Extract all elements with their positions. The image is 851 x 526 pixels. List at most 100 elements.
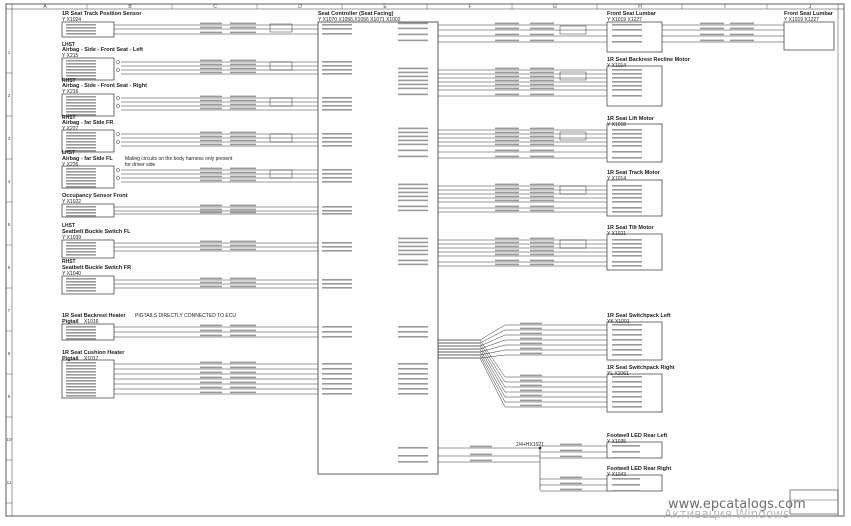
motor-pin-text (612, 69, 642, 71)
pin-label-text (66, 251, 96, 253)
pin-label-text (66, 186, 96, 188)
wire-code-text (520, 384, 542, 387)
watermark-site: www.epcatalogs.com (668, 497, 806, 512)
pin-label-text (66, 290, 96, 292)
led-pin-text (612, 445, 640, 447)
pin-label-text (66, 374, 96, 376)
inline-connector (269, 61, 293, 71)
wire-code-text (200, 99, 222, 102)
pin-label-text (66, 75, 96, 77)
controller-pin-text (322, 287, 352, 289)
wire-code-text (495, 209, 519, 212)
wire-code-text (230, 361, 256, 364)
wire-code-text (520, 332, 542, 335)
switch-pin-text (612, 334, 642, 336)
splice-dot (538, 446, 542, 450)
wire-code-text (230, 31, 256, 34)
wire-code-text (230, 281, 256, 284)
switchpack-wire (438, 345, 607, 388)
wire-code-text (730, 22, 754, 25)
controller-pin-text (322, 373, 352, 375)
pin-label-text (66, 147, 96, 149)
squib-symbol (116, 68, 120, 72)
wire-code-text (200, 361, 222, 364)
wire-code-text (230, 175, 256, 178)
pin-label-text (66, 209, 96, 211)
led-pin-text (612, 484, 640, 486)
wire-code-text (230, 208, 256, 211)
row-number: 6 (8, 265, 11, 270)
pin-label-text (66, 365, 96, 367)
controller-pin-text (398, 249, 428, 252)
wire-code-text (520, 389, 542, 392)
controller-pin-text (398, 378, 428, 380)
wire-code-text (200, 248, 222, 251)
squib-symbol (116, 168, 120, 172)
wire-code-text (530, 245, 554, 248)
pin-label-text (66, 171, 96, 173)
pin-label-text (66, 248, 96, 250)
wire-code-text (530, 87, 554, 90)
pin-label-text (66, 24, 96, 26)
wire-code-text (230, 139, 256, 142)
pin-label-text (66, 215, 96, 217)
controller-pin-text (322, 363, 352, 365)
motor-pin-text (612, 201, 642, 203)
buckle-fr-id: Y X1040 (62, 271, 82, 277)
motor-pin-text (612, 193, 642, 195)
wire-code-text (495, 143, 519, 146)
wire-code-text (560, 443, 582, 446)
motor-pin-text (612, 197, 642, 199)
inline-connector (269, 23, 293, 33)
lumbar2-title: Front Seat Lumbar (784, 11, 833, 17)
wire-code-text (200, 67, 222, 70)
controller-pin-text (398, 93, 428, 96)
wire-code-text (530, 135, 554, 138)
wire-code-text (200, 376, 222, 379)
pin-label-text (66, 287, 96, 289)
motor-pin-text (612, 265, 642, 267)
controller-pin-text (398, 83, 428, 86)
inline-connector (559, 185, 587, 195)
wire-code-text (230, 277, 256, 280)
inline-connector (559, 71, 587, 81)
wire-code-text (495, 183, 519, 186)
inline-connector (269, 169, 293, 179)
column-letter: B (128, 4, 132, 10)
lumbar-connector (783, 21, 835, 51)
controller-pin-text (322, 61, 352, 63)
component-connector (61, 275, 115, 295)
motor-pin-text (612, 41, 642, 43)
controller-pin-text (322, 137, 352, 139)
controller-pin-text (322, 33, 352, 35)
wire-code-text (230, 95, 256, 98)
wire-code-text (200, 103, 222, 106)
wire-code-text (530, 39, 554, 42)
pin-label-text (66, 326, 96, 328)
wire-code-text (495, 263, 519, 266)
wire-code-text (200, 281, 222, 284)
switch-pin-text (612, 349, 642, 351)
footwell-left-id: Y X1035 (607, 439, 627, 445)
column-letter: F (468, 4, 471, 10)
wire-code-text (495, 237, 519, 240)
wire-code-text (495, 199, 519, 202)
pin-label-text (66, 183, 96, 185)
wire-code-text (200, 204, 222, 207)
switch-pin-text (612, 324, 642, 326)
row-number: 9 (8, 394, 11, 399)
led-pin-text (612, 451, 640, 453)
footwell-right-id: Y X1043 (607, 472, 627, 478)
wire-code-text (495, 79, 519, 82)
wire-code-text (230, 285, 256, 288)
wire-code-text (230, 244, 256, 247)
wire-code-text (495, 127, 519, 130)
wire-code-text (560, 476, 582, 479)
motor-pin-text (612, 89, 642, 91)
wire-code-text (520, 322, 542, 325)
pin-label-text (66, 138, 96, 140)
pin-label-text (66, 30, 96, 32)
pin-label-text (66, 96, 96, 98)
switch-pin-text (612, 339, 642, 341)
